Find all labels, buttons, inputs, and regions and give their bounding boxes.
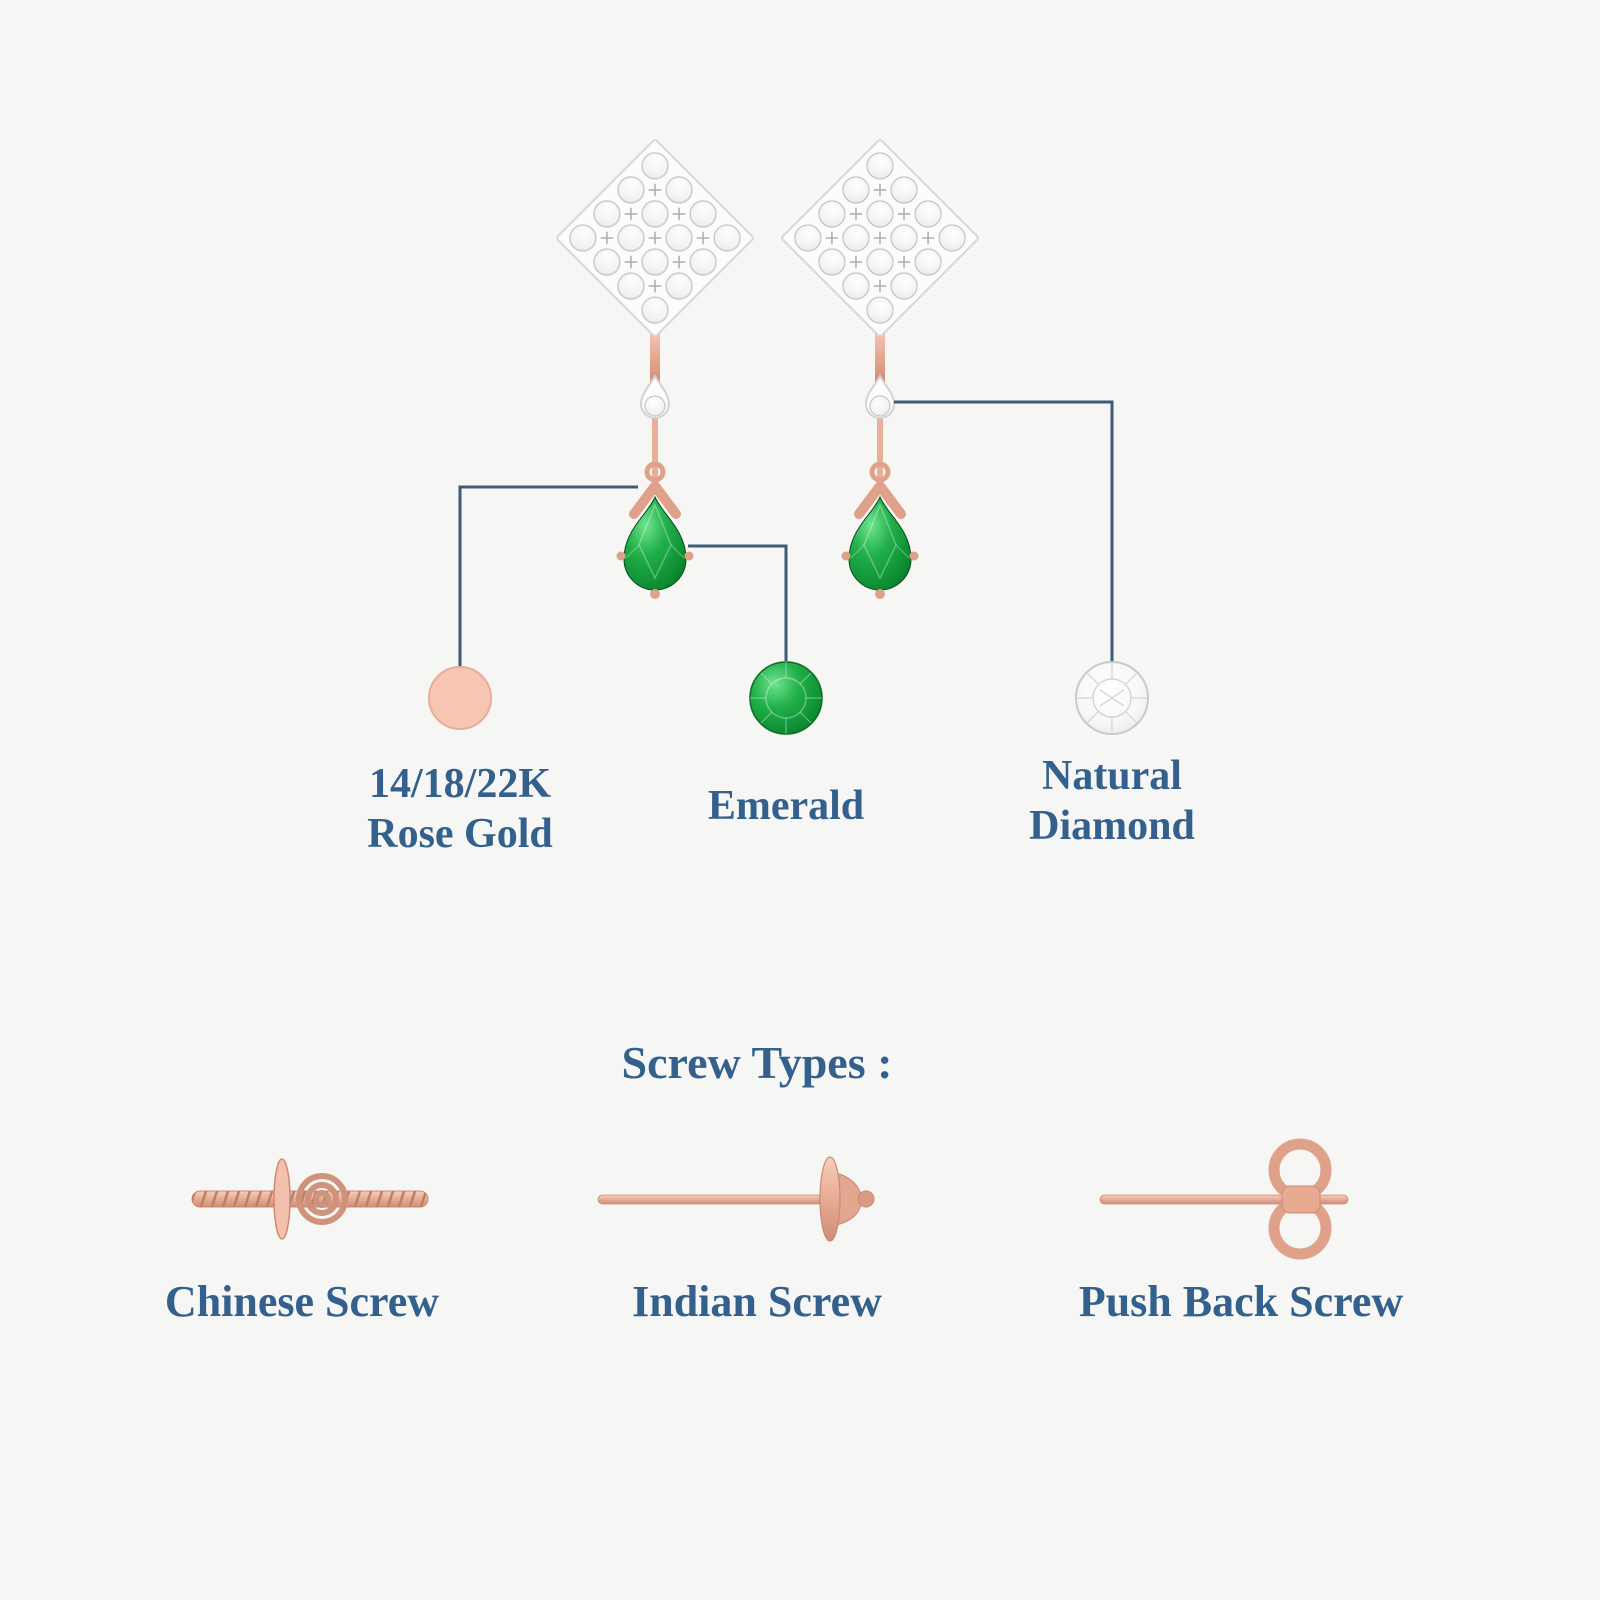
material-swatches bbox=[428, 661, 1149, 735]
rose-gold-label-line1: 14/18/22K bbox=[368, 761, 552, 807]
callout-line-emerald bbox=[688, 544, 788, 661]
natural-diamond-label-line1: Natural bbox=[1041, 753, 1182, 799]
emerald-label-line1: Emerald bbox=[707, 783, 865, 829]
chinese-screw-label: Chinese Screw bbox=[164, 1277, 440, 1326]
push-back-screw-illustration bbox=[1099, 1138, 1349, 1260]
callout-line-rose-gold bbox=[458, 485, 638, 667]
natural-diamond-gem-icon bbox=[1075, 661, 1149, 735]
indian-screw-illustration bbox=[597, 1156, 875, 1242]
earring-left bbox=[556, 139, 754, 599]
natural-diamond-label-line2: Diamond bbox=[1029, 802, 1195, 849]
natural-diamond-label: Natural Diamond bbox=[1029, 752, 1195, 851]
emerald-gem-icon bbox=[749, 661, 823, 735]
screw-types-heading: Screw Types : bbox=[621, 1037, 893, 1088]
rose-gold-swatch-icon bbox=[428, 666, 492, 730]
callout-lines bbox=[458, 400, 1114, 667]
rose-gold-label-line2: Rose Gold bbox=[367, 810, 553, 857]
chinese-screw-illustration bbox=[191, 1158, 429, 1240]
callout-line-natural-diamond bbox=[894, 400, 1114, 661]
push-back-screw-label: Push Back Screw bbox=[1078, 1277, 1404, 1326]
rose-gold-label: 14/18/22K Rose Gold bbox=[367, 760, 553, 859]
earring-right bbox=[781, 139, 979, 599]
indian-screw-label: Indian Screw bbox=[632, 1277, 882, 1326]
emerald-label: Emerald bbox=[708, 782, 864, 832]
